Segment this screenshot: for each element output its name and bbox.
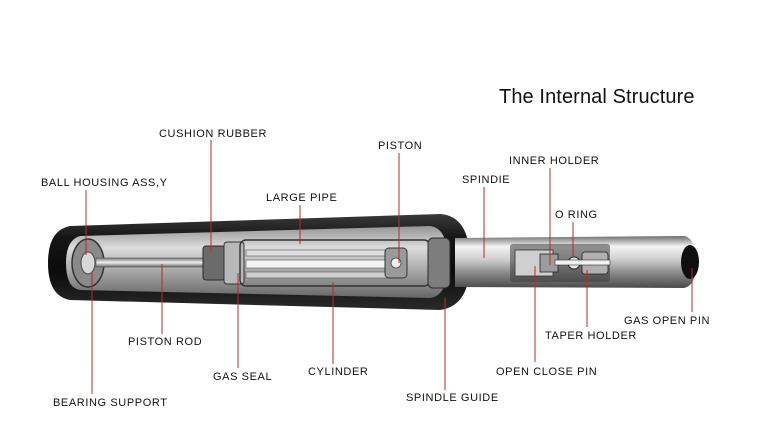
label-cushion-rubber: CUSHION RUBBER	[159, 128, 268, 140]
open-close-pin-shape	[554, 259, 611, 266]
label-open-close-pin: OPEN CLOSE PIN	[496, 366, 598, 378]
label-spindle-guide: SPINDLE GUIDE	[406, 392, 499, 404]
piston-rod-shape	[95, 257, 212, 268]
label-piston-rod: PISTON ROD	[128, 336, 203, 348]
diagram-title: The Internal Structure	[499, 86, 695, 108]
leader-lines	[85, 140, 693, 394]
label-inner-holder: INNER HOLDER	[509, 155, 600, 167]
label-piston: PISTON	[378, 140, 423, 152]
label-gas-seal: GAS SEAL	[213, 371, 273, 383]
label-ball-housing: BALL HOUSING ASS,Y	[41, 177, 168, 189]
gas-open-pin-shape	[681, 245, 699, 279]
label-bearing-support: BEARING SUPPORT	[53, 397, 168, 409]
spindle-guide-shape	[427, 237, 451, 289]
label-o-ring: O RING	[555, 209, 598, 221]
cushion-rubber-shape	[202, 245, 226, 281]
label-cylinder: CYLINDER	[308, 366, 369, 378]
label-taper-holder: TAPER HOLDER	[545, 330, 637, 342]
label-spindle: SPINDIE	[462, 174, 511, 186]
label-gas-open-pin: GAS OPEN PIN	[624, 315, 711, 327]
label-large-pipe: LARGE PIPE	[266, 192, 338, 204]
